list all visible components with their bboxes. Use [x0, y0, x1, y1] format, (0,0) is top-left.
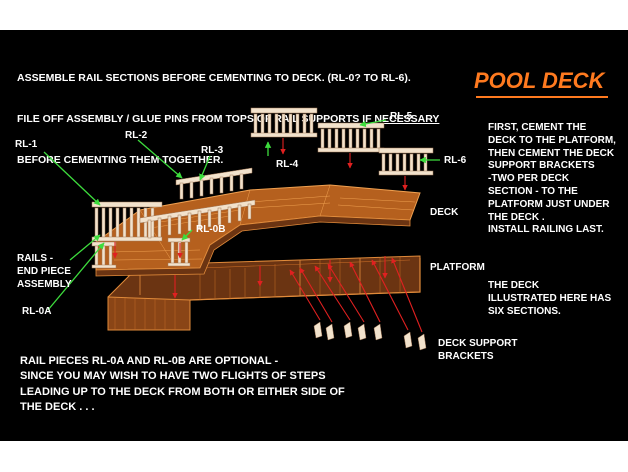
label-deck-support-brackets: DECK SUPPORT BRACKETS [438, 338, 518, 362]
rail-rl-4 [317, 122, 385, 153]
label-rl-0a: RL-0A [22, 306, 52, 317]
rail-rl-3 [175, 167, 253, 200]
diagram-frame: ASSEMBLE RAIL SECTIONS BEFORE CEMENTING … [0, 30, 628, 441]
top-instructions-line-1: ASSEMBLE RAIL SECTIONS BEFORE CEMENTING … [17, 72, 411, 85]
label-rl-4: RL-4 [276, 159, 299, 170]
leader-arrows [43, 119, 440, 311]
pool-deck-title: POOL DECK [474, 68, 605, 93]
assembly-arrows [112, 138, 423, 333]
assembly-instructions: FIRST, CEMENT THE DECK TO THE PLATFORM, … [488, 122, 616, 236]
title-underline [476, 96, 608, 98]
top-instructions: ASSEMBLE RAIL SECTIONS BEFORE CEMENTING … [17, 45, 439, 195]
label-platform: PLATFORM [430, 262, 485, 273]
deck-sections-note: THE DECK ILLUSTRATED HERE HAS SIX SECTIO… [488, 280, 612, 317]
rail-rl-5 [250, 107, 318, 138]
rail-rl-0b [167, 237, 191, 267]
label-rl-3: RL-3 [201, 145, 224, 156]
label-rl-5: RL-5 [390, 111, 413, 122]
label-rl-1: RL-1 [15, 139, 38, 150]
deck-support-brackets-model [313, 321, 427, 351]
rail-rl-6 [378, 147, 434, 176]
if-necessary-underlined: IF NECESSARY [362, 113, 440, 126]
exploded-assembly-illustration [43, 107, 440, 351]
optional-rails-note: RAIL PIECES RL-0A AND RL-0B ARE OPTIONAL… [20, 355, 345, 414]
label-rl-6: RL-6 [444, 155, 467, 166]
rail-rl-2 [139, 199, 256, 239]
label-rails-end-piece-assembly: RAILS - END PIECE ASSEMBLY [17, 253, 72, 290]
label-rl-0b: RL-0B [196, 224, 226, 235]
label-deck: DECK [430, 207, 459, 218]
label-rl-2: RL-2 [125, 130, 148, 141]
deck-model [95, 184, 421, 277]
